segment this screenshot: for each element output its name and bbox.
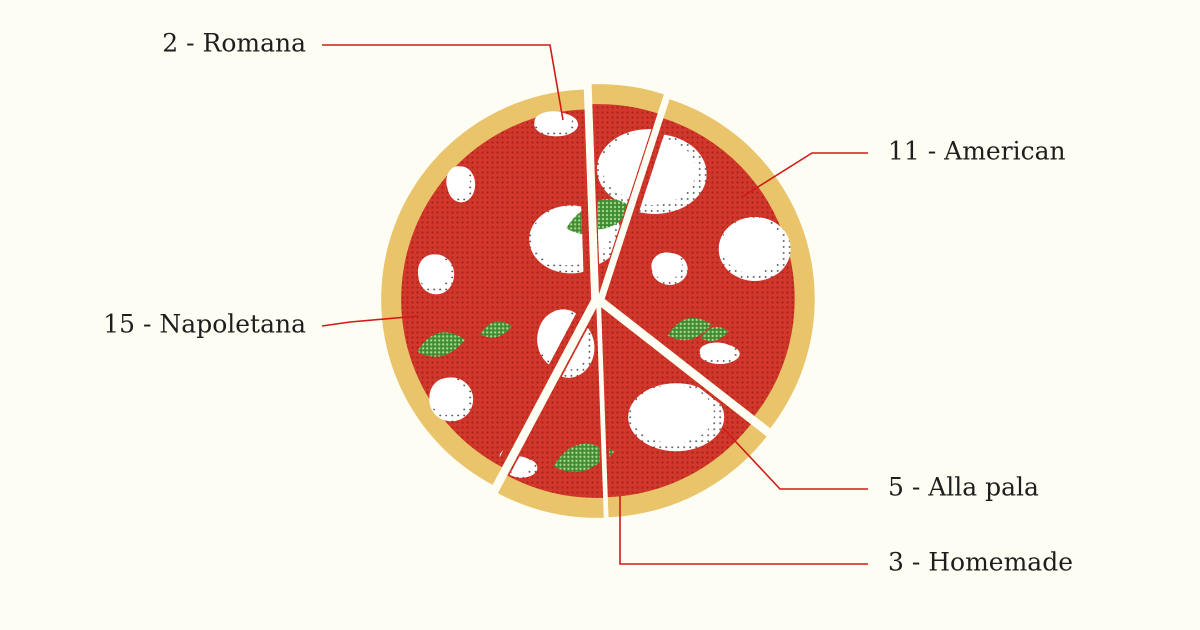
mozzarella-topping xyxy=(505,456,533,474)
leader-line xyxy=(321,315,419,327)
slice-label: 15 - Napoletana xyxy=(103,310,306,339)
leader-line xyxy=(741,152,868,198)
mozzarella-topping xyxy=(699,342,734,360)
slice-label: 11 - American xyxy=(888,137,1066,166)
slices-layer xyxy=(381,84,815,518)
mozzarella-topping xyxy=(534,111,572,132)
slice-label: 5 - Alla pala xyxy=(888,473,1039,502)
basil-topping xyxy=(553,443,602,473)
basil-topping xyxy=(667,317,712,341)
leader-line xyxy=(721,426,868,490)
mozzarella-topping xyxy=(446,166,471,197)
leader-line xyxy=(619,496,868,565)
slice-label: 3 - Homemade xyxy=(888,548,1073,577)
mozzarella-topping xyxy=(417,254,449,289)
slice-label: 2 - Romana xyxy=(162,29,306,58)
basil-topping xyxy=(566,204,585,235)
basil-topping xyxy=(700,326,729,342)
mozzarella-topping xyxy=(721,218,783,274)
basil-topping xyxy=(480,321,513,338)
basil-topping xyxy=(593,199,634,230)
mozzarella-topping xyxy=(651,252,682,280)
mozzarella-topping xyxy=(429,377,467,416)
labels-layer: 2 - Romana 11 - American 5 - Alla pala 3 - … xyxy=(103,29,1073,577)
mozzarella-topping xyxy=(632,385,714,444)
leader-line xyxy=(322,44,564,121)
mozzarella-topping xyxy=(532,207,585,266)
basil-topping xyxy=(417,332,466,357)
